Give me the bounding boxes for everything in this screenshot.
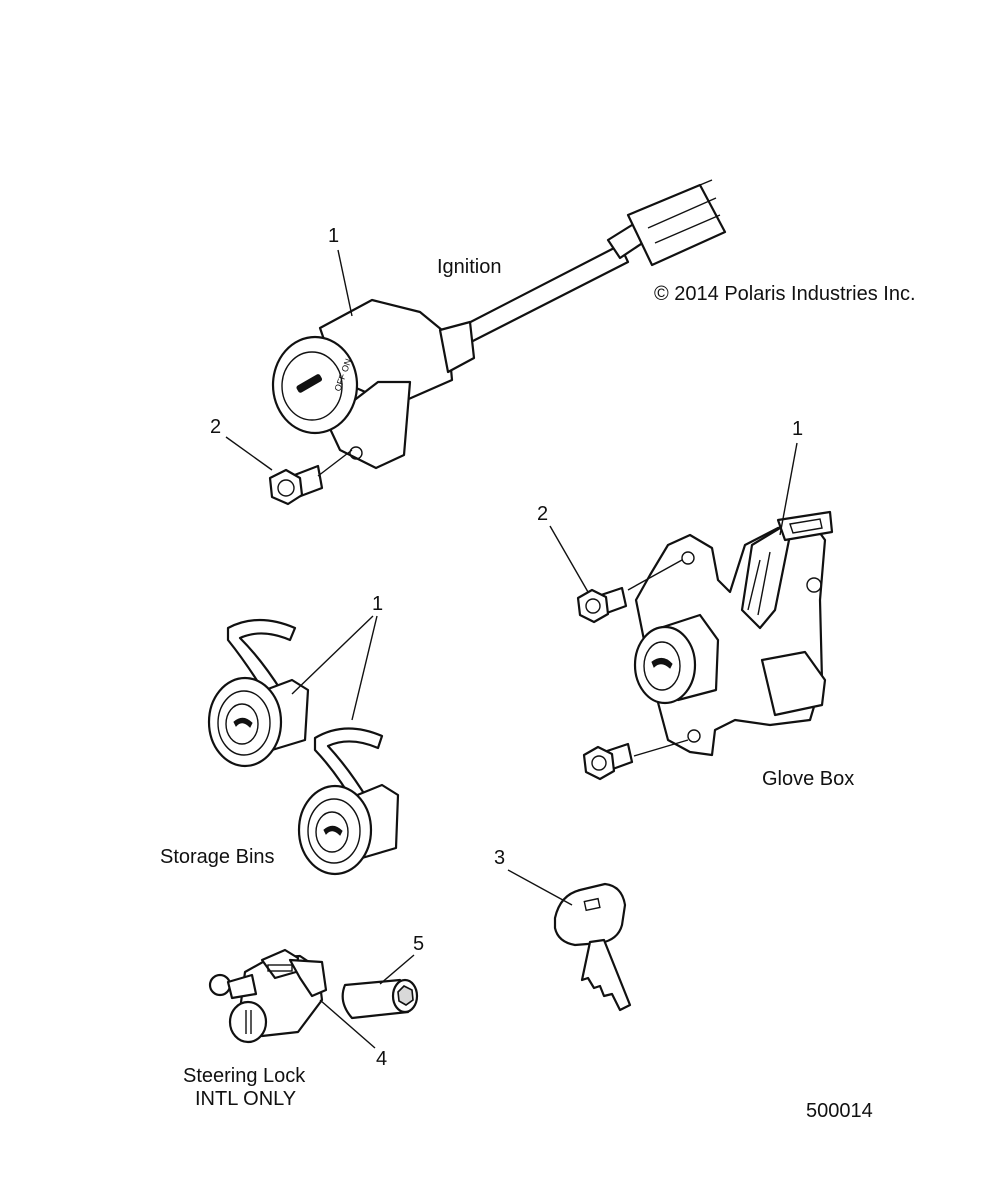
- storage-bin-latch-upper: [207, 618, 310, 768]
- callout-ignition-switch: 1: [328, 225, 339, 247]
- copyright: © 2014 Polaris Industries Inc.: [654, 283, 916, 305]
- leader-ignition-bolt: [225, 436, 273, 471]
- callout-key: 3: [494, 847, 505, 869]
- leader-steering-lock-pin: [379, 954, 415, 985]
- drawing-number: 500014: [806, 1100, 873, 1122]
- ignition-connector: [606, 179, 727, 267]
- glove-box-bolt-upper: [576, 586, 628, 624]
- steering-lock: [208, 948, 328, 1044]
- callout-glove-box-bolt: 2: [537, 503, 548, 525]
- ignition-switch: OFF ON: [271, 179, 727, 470]
- glove-box-bolt-lower: [582, 742, 634, 781]
- glove-box-latch: [633, 510, 834, 757]
- label-ignition: Ignition: [437, 256, 502, 278]
- leader-ignition-switch: [337, 249, 353, 317]
- leader-steering-lock: [319, 999, 376, 1049]
- leader-ignition-bolt-line: [317, 449, 353, 477]
- label-intl-only: INTL ONLY: [195, 1088, 296, 1110]
- storage-bin-latch-lower: [297, 727, 400, 876]
- leader-storage-bin-latch-upper: [291, 615, 374, 695]
- callout-storage-bin-latch: 1: [372, 593, 383, 615]
- ignition-bolt: [268, 464, 324, 506]
- callout-steering-lock-pin: 5: [413, 933, 424, 955]
- leader-storage-bin-latch-lower: [351, 615, 378, 721]
- leader-key: [507, 869, 573, 906]
- callout-steering-lock: 4: [376, 1048, 387, 1070]
- label-steering-lock: Steering Lock: [183, 1065, 306, 1087]
- leader-glove-box-bolt-upper-line: [627, 559, 683, 591]
- label-glove-box: Glove Box: [762, 768, 854, 790]
- callout-glove-box-latch: 1: [792, 418, 803, 440]
- callout-ignition-bolt: 2: [210, 416, 221, 438]
- leader-glove-box-bolt: [549, 525, 589, 593]
- leader-glove-box-latch: [779, 442, 798, 536]
- leader-glove-box-bolt-lower-line: [633, 739, 689, 757]
- label-storage-bins: Storage Bins: [160, 846, 275, 868]
- key: [553, 882, 632, 1012]
- steering-lock-pin: [341, 978, 419, 1020]
